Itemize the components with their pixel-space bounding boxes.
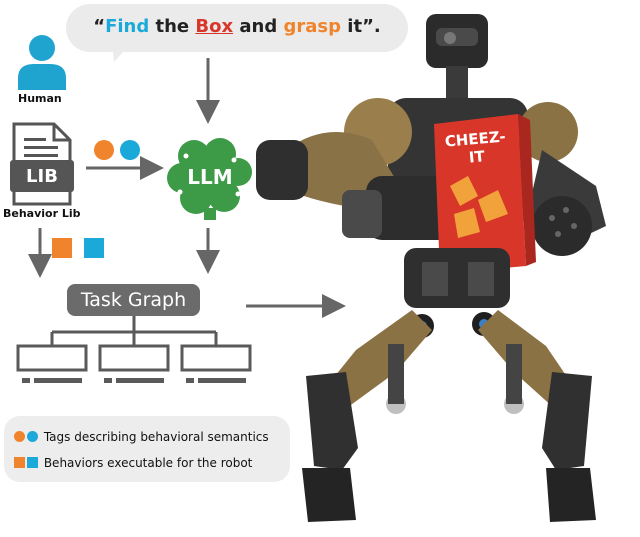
legend-behaviors-row: Behaviors executable for the robot: [14, 456, 252, 470]
task-graph-tree: [16, 316, 252, 383]
instruction-word-box: Box: [195, 16, 234, 37]
behavior-lib-label: Behavior Lib: [3, 207, 81, 220]
behavior-squares: [52, 238, 104, 258]
legend-blue-dot: [27, 431, 38, 442]
instruction-word-grasp: grasp: [283, 16, 342, 37]
legend-tags-row: Tags describing behavioral semantics: [14, 430, 269, 444]
legend-box: [4, 416, 290, 482]
tag-dots: [94, 140, 140, 160]
lib-icon-text: LIB: [26, 166, 58, 187]
legend-tags-text: Tags describing behavioral semantics: [43, 430, 269, 444]
product-brand: CHEEZ-IT: [444, 127, 507, 167]
instruction-text: “Find the Box and grasp it”.: [93, 16, 381, 37]
legend-orange-square: [14, 457, 25, 468]
robot-image: [256, 14, 606, 522]
legend-blue-square: [27, 457, 38, 468]
bubble-tail: [112, 40, 134, 62]
human-icon: [18, 35, 66, 90]
instruction-word-find: Find: [105, 16, 150, 37]
legend-orange-dot: [14, 431, 25, 442]
human-label: Human: [18, 92, 62, 105]
task-graph-label: Task Graph: [67, 284, 200, 316]
llm-label: LLM: [187, 165, 233, 189]
behavior-lib-icon: [10, 122, 74, 206]
legend-behaviors-text: Behaviors executable for the robot: [43, 456, 253, 470]
llm-brain-icon: [167, 138, 252, 220]
